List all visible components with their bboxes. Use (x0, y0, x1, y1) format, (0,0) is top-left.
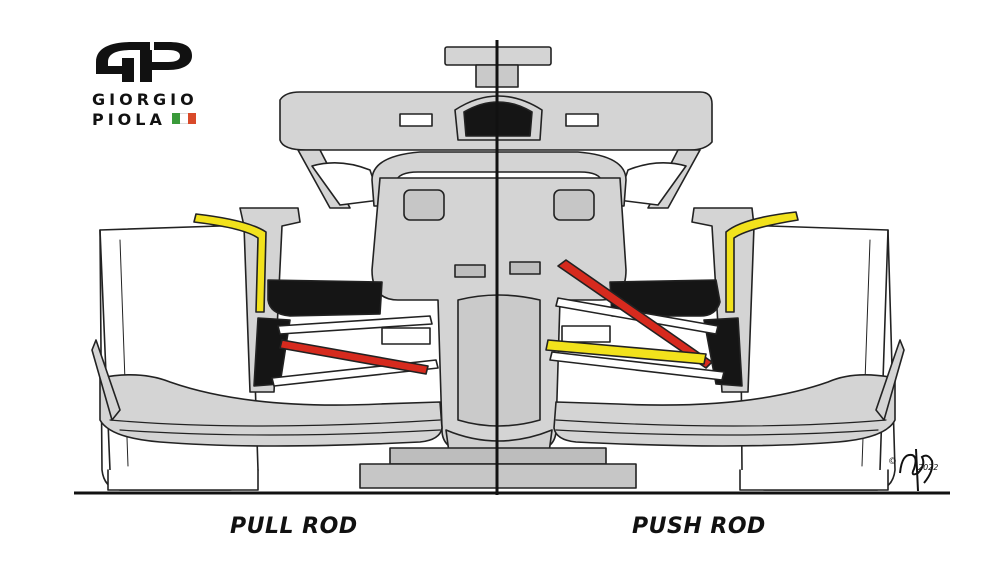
right-front-tyre (739, 224, 896, 491)
italian-flag-icon (172, 113, 196, 124)
signature-year: 2022 (918, 463, 939, 472)
signature-copyright: © (888, 457, 897, 467)
left-steering-rod-yellow (193, 213, 267, 313)
push-rod-red (557, 259, 713, 369)
pull-rod-red (279, 339, 429, 375)
brand-name-line1: GIORGIO (92, 90, 198, 109)
front-wing-right (553, 374, 896, 447)
giorgio-piola-logo-icon (96, 42, 192, 82)
right-track-rod-yellow (545, 339, 707, 365)
right-steering-rod-yellow (725, 211, 799, 313)
push-rod-label: PUSH ROD (632, 514, 766, 539)
front-wing-left (99, 374, 443, 447)
artist-signature: © 2022 (888, 443, 948, 493)
pull-rod-label: PULL ROD (230, 514, 358, 539)
brand-name-line2: PIOLA (92, 110, 166, 129)
signature-mark-icon (899, 448, 934, 492)
